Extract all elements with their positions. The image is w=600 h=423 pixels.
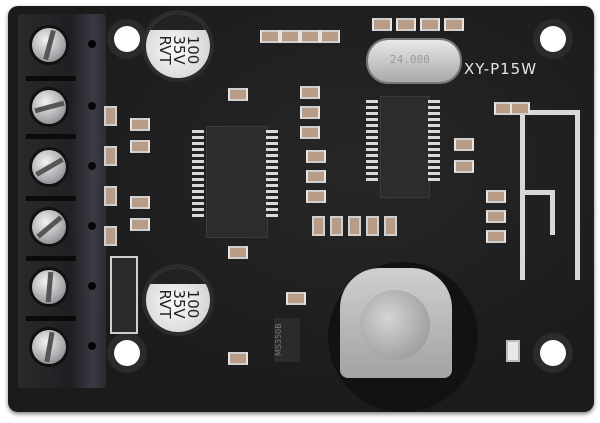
mounting-hole <box>114 26 140 52</box>
pcb-board <box>8 6 594 412</box>
mounting-hole <box>540 340 566 366</box>
amplifier-ic <box>206 126 268 238</box>
terminal-screw <box>32 90 66 124</box>
bluetooth-ic <box>380 96 430 198</box>
screw-terminal-block <box>18 14 106 388</box>
diode <box>110 256 138 334</box>
mounting-hole <box>540 26 566 52</box>
mounting-hole <box>114 340 140 366</box>
status-led <box>506 340 520 362</box>
terminal-screw <box>32 150 66 184</box>
crystal-oscillator: 24.000 <box>368 40 460 82</box>
terminal-screw <box>32 330 66 364</box>
mosfet: MS350B <box>274 318 300 362</box>
board-label: XY-P15W <box>464 60 538 78</box>
terminal-screw <box>32 28 66 62</box>
terminal-screw <box>32 270 66 304</box>
pcb-antenna <box>520 110 580 115</box>
potentiometer-knob[interactable] <box>360 290 430 360</box>
terminal-screw <box>32 210 66 244</box>
